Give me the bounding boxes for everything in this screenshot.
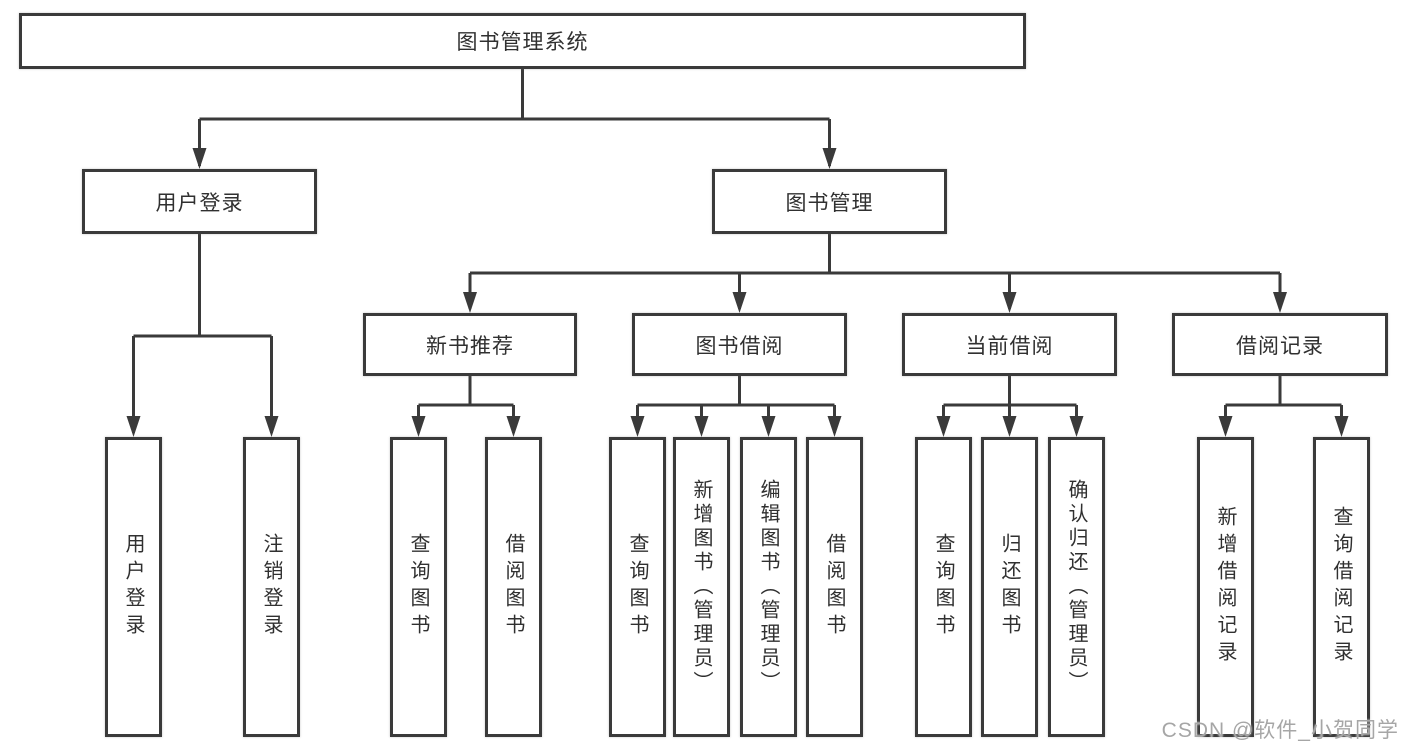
node-current-borrow-label: 当前借阅 [965, 334, 1054, 358]
leaf-query-books-borrow: 查询图书 [609, 437, 666, 737]
leaf-add-books-admin: 新增图书（管理员） [673, 437, 730, 737]
leaf-query-books-current: 查询图书 [915, 437, 972, 737]
leaf-query-books-current-label: 查询图书 [932, 533, 954, 641]
leaf-user-login: 用户登录 [105, 437, 162, 737]
node-new-book-recommend: 新书推荐 [363, 313, 577, 376]
leaf-add-borrow-record: 新增借阅记录 [1197, 437, 1254, 737]
node-borrow-record: 借阅记录 [1172, 313, 1388, 376]
leaf-query-borrow-record-label: 查询借阅记录 [1330, 506, 1352, 668]
leaf-logout: 注销登录 [243, 437, 300, 737]
node-book-management-label: 图书管理 [785, 191, 874, 215]
leaf-user-login-label: 用户登录 [122, 533, 144, 641]
leaf-borrow-books-label: 借阅图书 [823, 533, 845, 641]
leaf-return-books-label: 归还图书 [998, 533, 1020, 641]
leaf-query-books-newbook: 查询图书 [390, 437, 447, 737]
leaf-borrow-books-newbook-label: 借阅图书 [502, 533, 524, 641]
leaf-query-books-newbook-label: 查询图书 [407, 533, 429, 641]
node-book-management: 图书管理 [712, 169, 947, 234]
leaf-return-books: 归还图书 [981, 437, 1038, 737]
leaf-edit-books-admin: 编辑图书（管理员） [740, 437, 797, 737]
node-current-borrow: 当前借阅 [902, 313, 1117, 376]
leaf-add-books-admin-label: 新增图书（管理员） [690, 479, 712, 695]
leaf-edit-books-admin-label: 编辑图书（管理员） [757, 479, 779, 695]
node-root-label: 图书管理系统 [456, 31, 589, 54]
node-new-book-recommend-label: 新书推荐 [426, 334, 514, 358]
leaf-confirm-return-admin: 确认归还（管理员） [1048, 437, 1105, 737]
node-book-borrow: 图书借阅 [632, 313, 847, 376]
leaf-confirm-return-admin-label: 确认归还（管理员） [1065, 479, 1087, 695]
csdn-watermark: CSDN @软件_小贺同学 [1161, 719, 1399, 742]
node-borrow-record-label: 借阅记录 [1236, 334, 1324, 358]
leaf-query-books-borrow-label: 查询图书 [626, 533, 648, 641]
leaf-query-borrow-record: 查询借阅记录 [1313, 437, 1370, 737]
node-user-login-label: 用户登录 [155, 191, 244, 215]
node-user-login: 用户登录 [82, 169, 317, 234]
node-book-borrow-label: 图书借阅 [695, 334, 784, 358]
leaf-add-borrow-record-label: 新增借阅记录 [1214, 506, 1236, 668]
leaf-logout-label: 注销登录 [260, 533, 282, 641]
leaf-borrow-books: 借阅图书 [806, 437, 863, 737]
leaf-borrow-books-newbook: 借阅图书 [485, 437, 542, 737]
node-root-library-system: 图书管理系统 [19, 13, 1026, 69]
